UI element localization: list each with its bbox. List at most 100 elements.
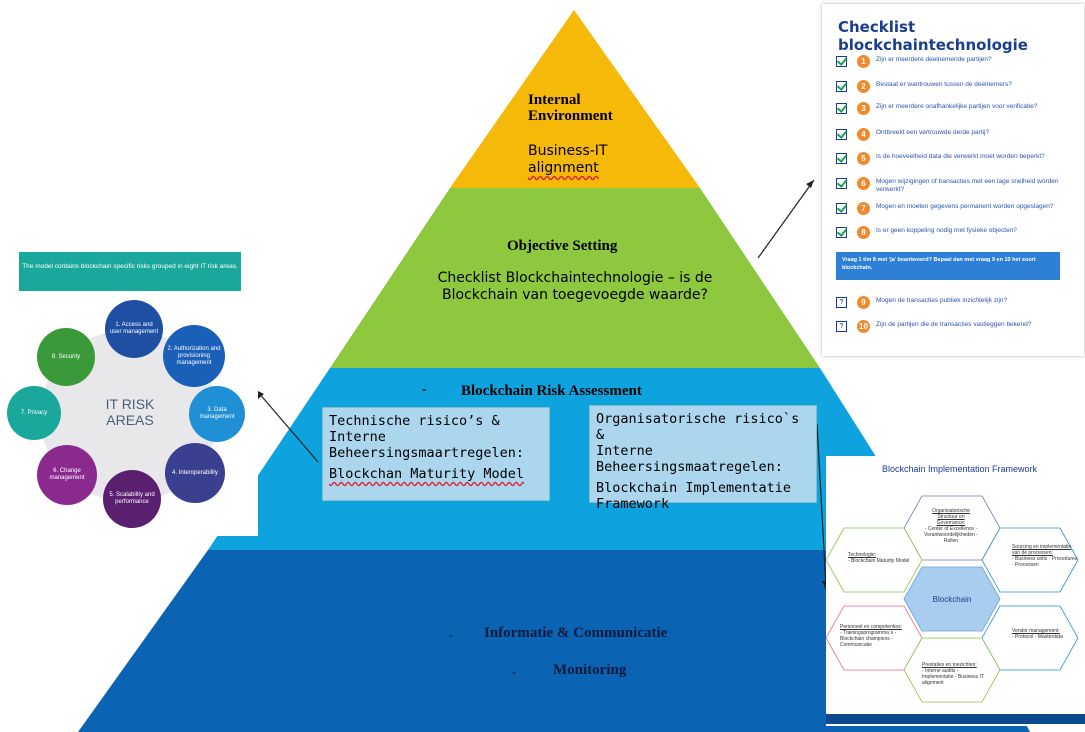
org-box-line4: Blockchain Implementatie: [596, 480, 792, 496]
item-number: 8: [857, 226, 870, 239]
question-box-icon: ?: [836, 297, 847, 308]
checkbox-checked-icon: [836, 56, 847, 67]
checklist-item: 4 Ontbreekt een vertrouwde derde partij?: [836, 128, 1066, 150]
item-number: 1: [857, 55, 870, 68]
info-communication-title: Informatie & Communicatie: [484, 625, 668, 641]
risk-area-change: 6. Change management: [37, 445, 97, 505]
checkbox-checked-icon: [836, 103, 847, 114]
item-question: Mogen wijzigingen of transacties met een…: [876, 178, 1059, 193]
checklist-panel: Checklist blockchaintechnologie 1 Zijn e…: [822, 4, 1084, 356]
framework-title: Blockchain Implementation Framework: [882, 464, 1038, 474]
item-number: 5: [857, 152, 870, 165]
it-risk-center-line1: IT RISK: [105, 396, 155, 412]
objective-setting-subtitle: Checklist Blockchaintechnologie – is de …: [425, 270, 725, 304]
internal-sub-line1: Business-IT: [528, 143, 608, 159]
cell-body: - Business units - Procedures - Processe…: [1012, 556, 1078, 568]
checkbox-checked-icon: [836, 203, 847, 214]
framework-cell-governance: Organisatorische Structuur en Governance…: [924, 508, 978, 564]
monitoring-title: Monitoring: [553, 662, 627, 678]
item-number: 3: [857, 102, 870, 115]
checklist-item: 3 Zijn er meerdere onafhankelijke partij…: [836, 102, 1066, 124]
objective-sub-line1: Checklist Blockchaintechnologie – is de: [437, 270, 713, 286]
cell-title: Vendor management:: [1012, 628, 1060, 634]
it-risk-center-line2: AREAS: [106, 412, 154, 428]
internal-environment-subtitle: Business-IT alignment: [528, 143, 607, 177]
item-question: Mogen de transacties publiek inzichtelij…: [876, 297, 1008, 304]
org-box-line2: Interne: [596, 443, 653, 459]
framework-center-label: Blockchain: [932, 595, 972, 604]
cell-title: Sourcing en implementatie van de process…: [1012, 544, 1072, 556]
checklist-item: 6 Mogen wijzigingen of transacties met e…: [836, 177, 1066, 199]
checklist-item: 7 Mogen en moeten gegevens permanent wor…: [836, 202, 1066, 224]
risk-assessment-title: Blockchain Risk Assessment: [461, 383, 642, 399]
info-bullet: -: [449, 627, 454, 642]
risk-area-data: 3. Data management: [189, 386, 245, 442]
risk-area-security: 8. Security: [37, 328, 95, 386]
org-box-line3: Beheersingsmaatregelen:: [596, 459, 783, 475]
item-question: Bestaat er wantrouwen tussen de deelneme…: [876, 81, 1012, 88]
checklist-arrowhead: [806, 180, 814, 188]
cell-title: Technologie:: [848, 552, 877, 558]
cell-body: - Blockchain Maturity Model: [848, 558, 910, 564]
risk-area-authorization: 2. Authorization and provisioning manage…: [163, 325, 225, 387]
item-number: 9: [857, 296, 870, 309]
checklist-arrow: [757, 179, 815, 259]
item-question: Ontbreekt een vertrouwde derde partij?: [876, 129, 990, 136]
checkbox-checked-icon: [836, 227, 847, 238]
risk-bullet: -: [422, 382, 427, 397]
item-question: Is de hoeveelheid data die verwerkt moet…: [876, 153, 1045, 160]
checkbox-checked-icon: [836, 178, 847, 189]
risk-arrowhead: [256, 390, 264, 399]
monitoring-bullet: -: [512, 664, 517, 679]
item-question: Is er geen koppeling nodig met fysieke o…: [876, 227, 1017, 234]
checklist-extra-item: ? 9 Mogen de transacties publiek inzicht…: [836, 296, 1066, 318]
framework-cell-personnel: Personeel en competenties: - Trainingspr…: [840, 624, 906, 680]
cell-body: - Interne audits - Implementatie - Busin…: [922, 668, 984, 686]
it-risk-header: The model contains blockchain specific r…: [19, 252, 241, 291]
question-box-icon: ?: [836, 321, 847, 332]
org-box-line1: Organisatorische risico`s &: [596, 411, 800, 443]
checkbox-checked-icon: [836, 129, 847, 140]
checklist-item: 2 Bestaat er wantrouwen tussen de deelne…: [836, 80, 1066, 102]
cell-title: Prestaties en toezichten:: [922, 662, 977, 668]
internal-title-line1: Internal: [528, 92, 581, 108]
hex-sourcing: [981, 527, 1079, 593]
checkbox-checked-icon: [836, 153, 847, 164]
tech-box-line1: Technische risico’s & Interne: [329, 413, 500, 445]
checklist-extra-item: ? 10 Zijn de partijen die de transacties…: [836, 320, 1066, 342]
item-question: Mogen en moeten gegevens permanent worde…: [876, 203, 1054, 210]
checkbox-checked-icon: [836, 81, 847, 92]
objective-sub-line2: Blockchain van toegevoegde waarde?: [442, 287, 708, 303]
checklist-item: 5 Is de hoeveelheid data die verwerkt mo…: [836, 152, 1066, 174]
item-question: Zijn er meerdere onafhankelijke partijen…: [876, 103, 1038, 110]
risk-area-privacy: 7. Privacy: [7, 386, 61, 440]
item-number: 10: [857, 320, 870, 333]
risk-area-scalability: 5. Scalability and performance: [103, 470, 161, 528]
framework-cell-performance: Prestaties en toezichten: - Interne audi…: [922, 662, 988, 718]
organisational-risk-box: Organisatorische risico`s & Interne Behe…: [589, 405, 817, 512]
checklist-item: 1 Zijn er meerdere deelnemende partijen?: [836, 55, 1066, 77]
item-question: Zijn er meerdere deelnemende partijen?: [876, 56, 992, 63]
framework-cell-vendor: Vendor management: - Protocol - Masterda…: [1012, 628, 1078, 684]
checklist-banner: Vraag 1 t/m 8 met 'ja' beantwoord? Bepaa…: [836, 252, 1060, 280]
org-box-line5: Framework: [596, 496, 670, 512]
technical-risk-box: Technische risico’s & Interne Beheersing…: [322, 407, 550, 501]
framework-footer-bar: [826, 714, 1085, 724]
item-number: 7: [857, 202, 870, 215]
cell-title: Personeel en competenties:: [840, 624, 902, 630]
risk-arrow: [257, 391, 319, 463]
item-question: Zijn de partijen die de transacties vast…: [876, 321, 1032, 328]
tech-box-line2: Beheersingsmaartregelen:: [329, 445, 525, 461]
it-risk-center-label: IT RISK AREAS: [88, 396, 172, 428]
objective-setting-title: Objective Setting: [507, 238, 618, 254]
risk-area-access: 1. Access and user management: [105, 300, 163, 358]
cell-body: - Protocol - Masterdata: [1012, 634, 1063, 640]
hex-performance: [903, 637, 1001, 703]
checklist-title: Checklist blockchaintechnologie: [838, 18, 1028, 54]
framework-cell-sourcing: Sourcing en implementatie van de process…: [1012, 544, 1078, 600]
item-number: 4: [857, 128, 870, 141]
hex-technology: [826, 527, 923, 593]
hex-blockchain-center: [903, 566, 1001, 632]
risk-area-interoperability: 4. Interoperability: [165, 443, 225, 503]
tech-box-line3: Blockchan Maturity Model: [329, 466, 525, 482]
